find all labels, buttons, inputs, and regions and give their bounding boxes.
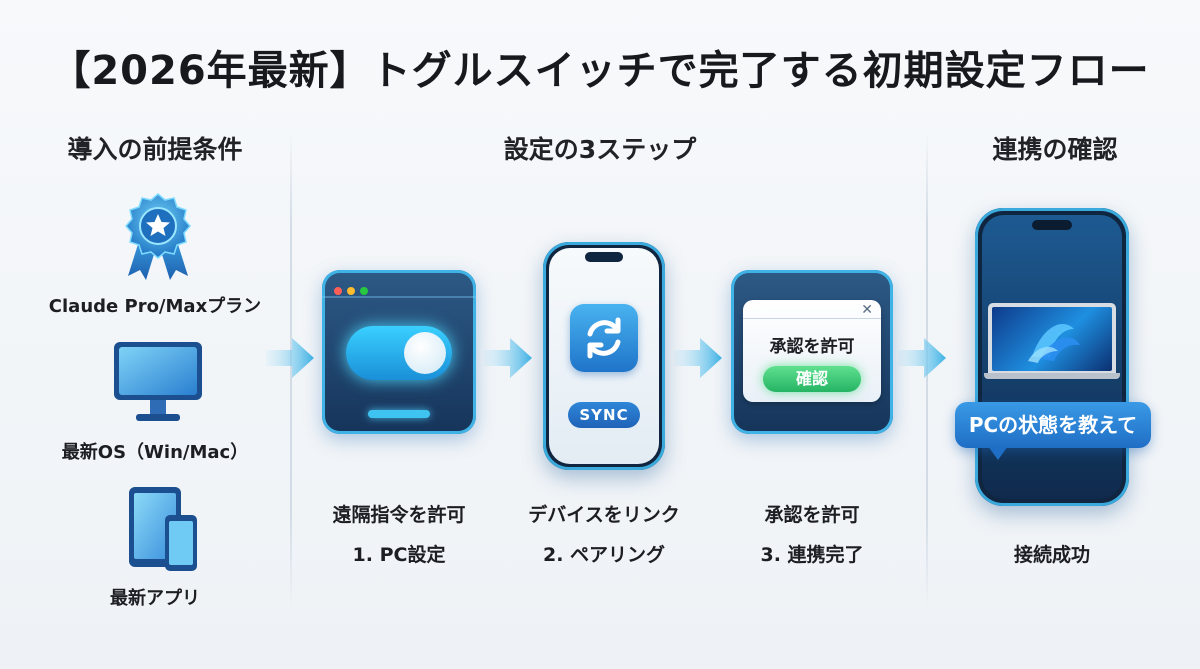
dialog-message: 承認を許可 (769, 337, 855, 357)
step1-title: 遠隔指令を許可 (332, 504, 466, 526)
step3-title: 承認を許可 (764, 504, 860, 526)
step3-approval-card: ✕ 承認を許可 確認 (731, 270, 893, 434)
step2-title: デバイスをリンク (528, 504, 680, 526)
phone-notch (1032, 220, 1072, 230)
step2-subtitle: 2. ペアリング (542, 544, 666, 566)
toggle-switch[interactable] (346, 326, 452, 380)
verify-phone (975, 208, 1129, 506)
arrow-right-icon (674, 336, 724, 380)
section-header-verify: 連携の確認 (992, 135, 1118, 164)
chat-bubble-tail (988, 446, 1008, 460)
page-title: 【2026年最新】トグルスイッチで完了する初期設定フロー (50, 48, 1150, 94)
approval-dialog: ✕ 承認を許可 確認 (743, 300, 881, 402)
windows-wallpaper (992, 307, 1112, 371)
toggle-knob (404, 332, 446, 374)
sync-button[interactable]: SYNC (568, 402, 640, 428)
step3-subtitle: 3. 連携完了 (760, 544, 864, 566)
monitor-icon (110, 338, 206, 426)
arrow-right-icon (266, 336, 316, 380)
arrow-right-icon (898, 336, 948, 380)
award-badge-icon (118, 190, 198, 282)
prereq-label-app: 最新アプリ (110, 588, 200, 609)
divider-left (290, 130, 292, 610)
devices-icon (125, 485, 203, 575)
step2-phone: SYNC (543, 242, 665, 470)
phone-screen: SYNC (549, 248, 659, 464)
section-header-prereq: 導入の前提条件 (67, 135, 243, 164)
verify-phone-screen (982, 215, 1122, 499)
arrow-right-icon (484, 336, 534, 380)
verify-label: 接続成功 (1013, 544, 1090, 566)
progress-bar (368, 410, 430, 418)
section-header-steps: 設定の3ステップ (503, 135, 697, 164)
confirm-button[interactable]: 確認 (763, 366, 861, 392)
chat-bubble: PCの状態を教えて (955, 402, 1151, 448)
phone-notch (585, 252, 623, 262)
prereq-label-plan: Claude Pro/Maxプラン (48, 296, 262, 317)
sync-icon[interactable] (570, 304, 638, 372)
laptop-icon (984, 303, 1120, 379)
step1-subtitle: 1. PC設定 (352, 544, 446, 566)
step1-toggle-card (322, 270, 476, 434)
window-controls (334, 280, 368, 299)
close-icon[interactable]: ✕ (861, 302, 873, 318)
prereq-label-os: 最新OS（Win/Mac） (61, 442, 249, 463)
